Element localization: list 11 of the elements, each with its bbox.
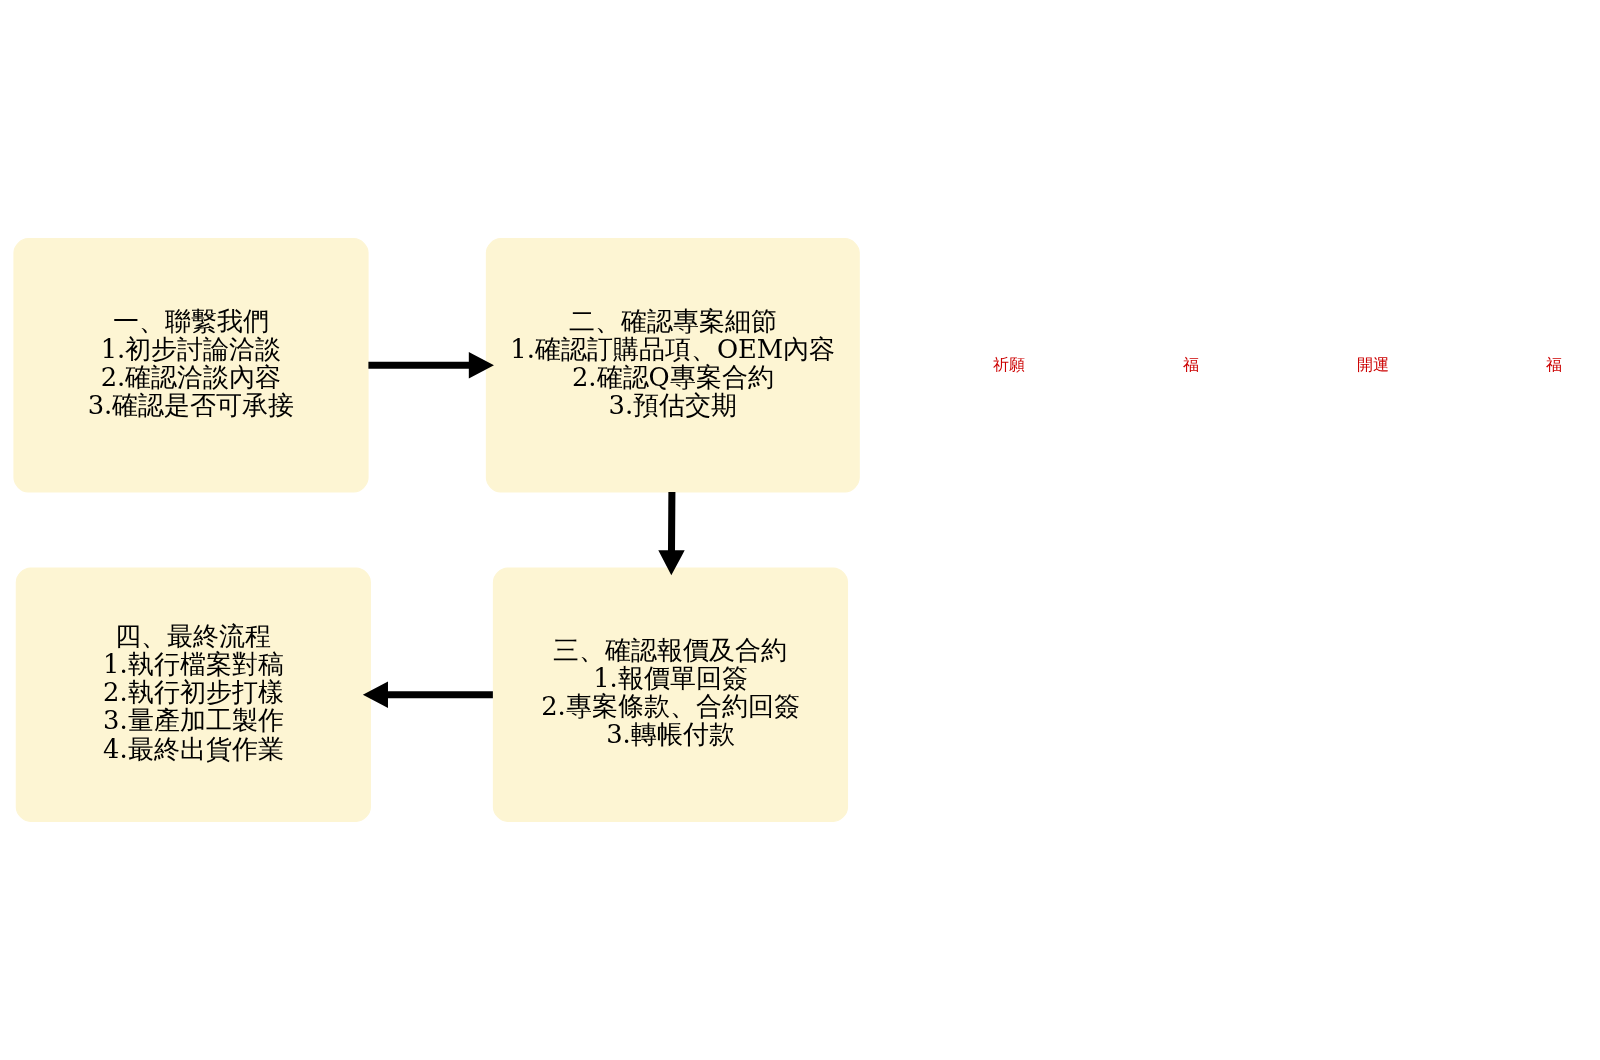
node-box: 一、聯繫我們 1.初步討論洽談 2.確認洽談內容 3.確認是否可承接: [13, 238, 369, 493]
node-box: 三、確認報價及合約 1.報價單回簽 2.專案條款、合約回簽 3.轉帳付款: [492, 567, 849, 822]
arrow: [362, 681, 493, 708]
node-box: 二、確認專案細節 1.確認訂購品項、OEM內容 2.確認Q專案合約 3.預估交期: [485, 238, 860, 493]
label: 福: [1546, 354, 1563, 374]
label: 祈願: [993, 354, 1026, 374]
node-box: 四、最終流程 1.執行檔案對稿 2.執行初步打樣 3.量產加工製作 4.最終出貨作業: [15, 567, 371, 822]
arrow: [368, 352, 494, 379]
label: 開運: [1356, 354, 1389, 374]
arrow: [658, 491, 685, 576]
label: 福: [1182, 354, 1199, 374]
